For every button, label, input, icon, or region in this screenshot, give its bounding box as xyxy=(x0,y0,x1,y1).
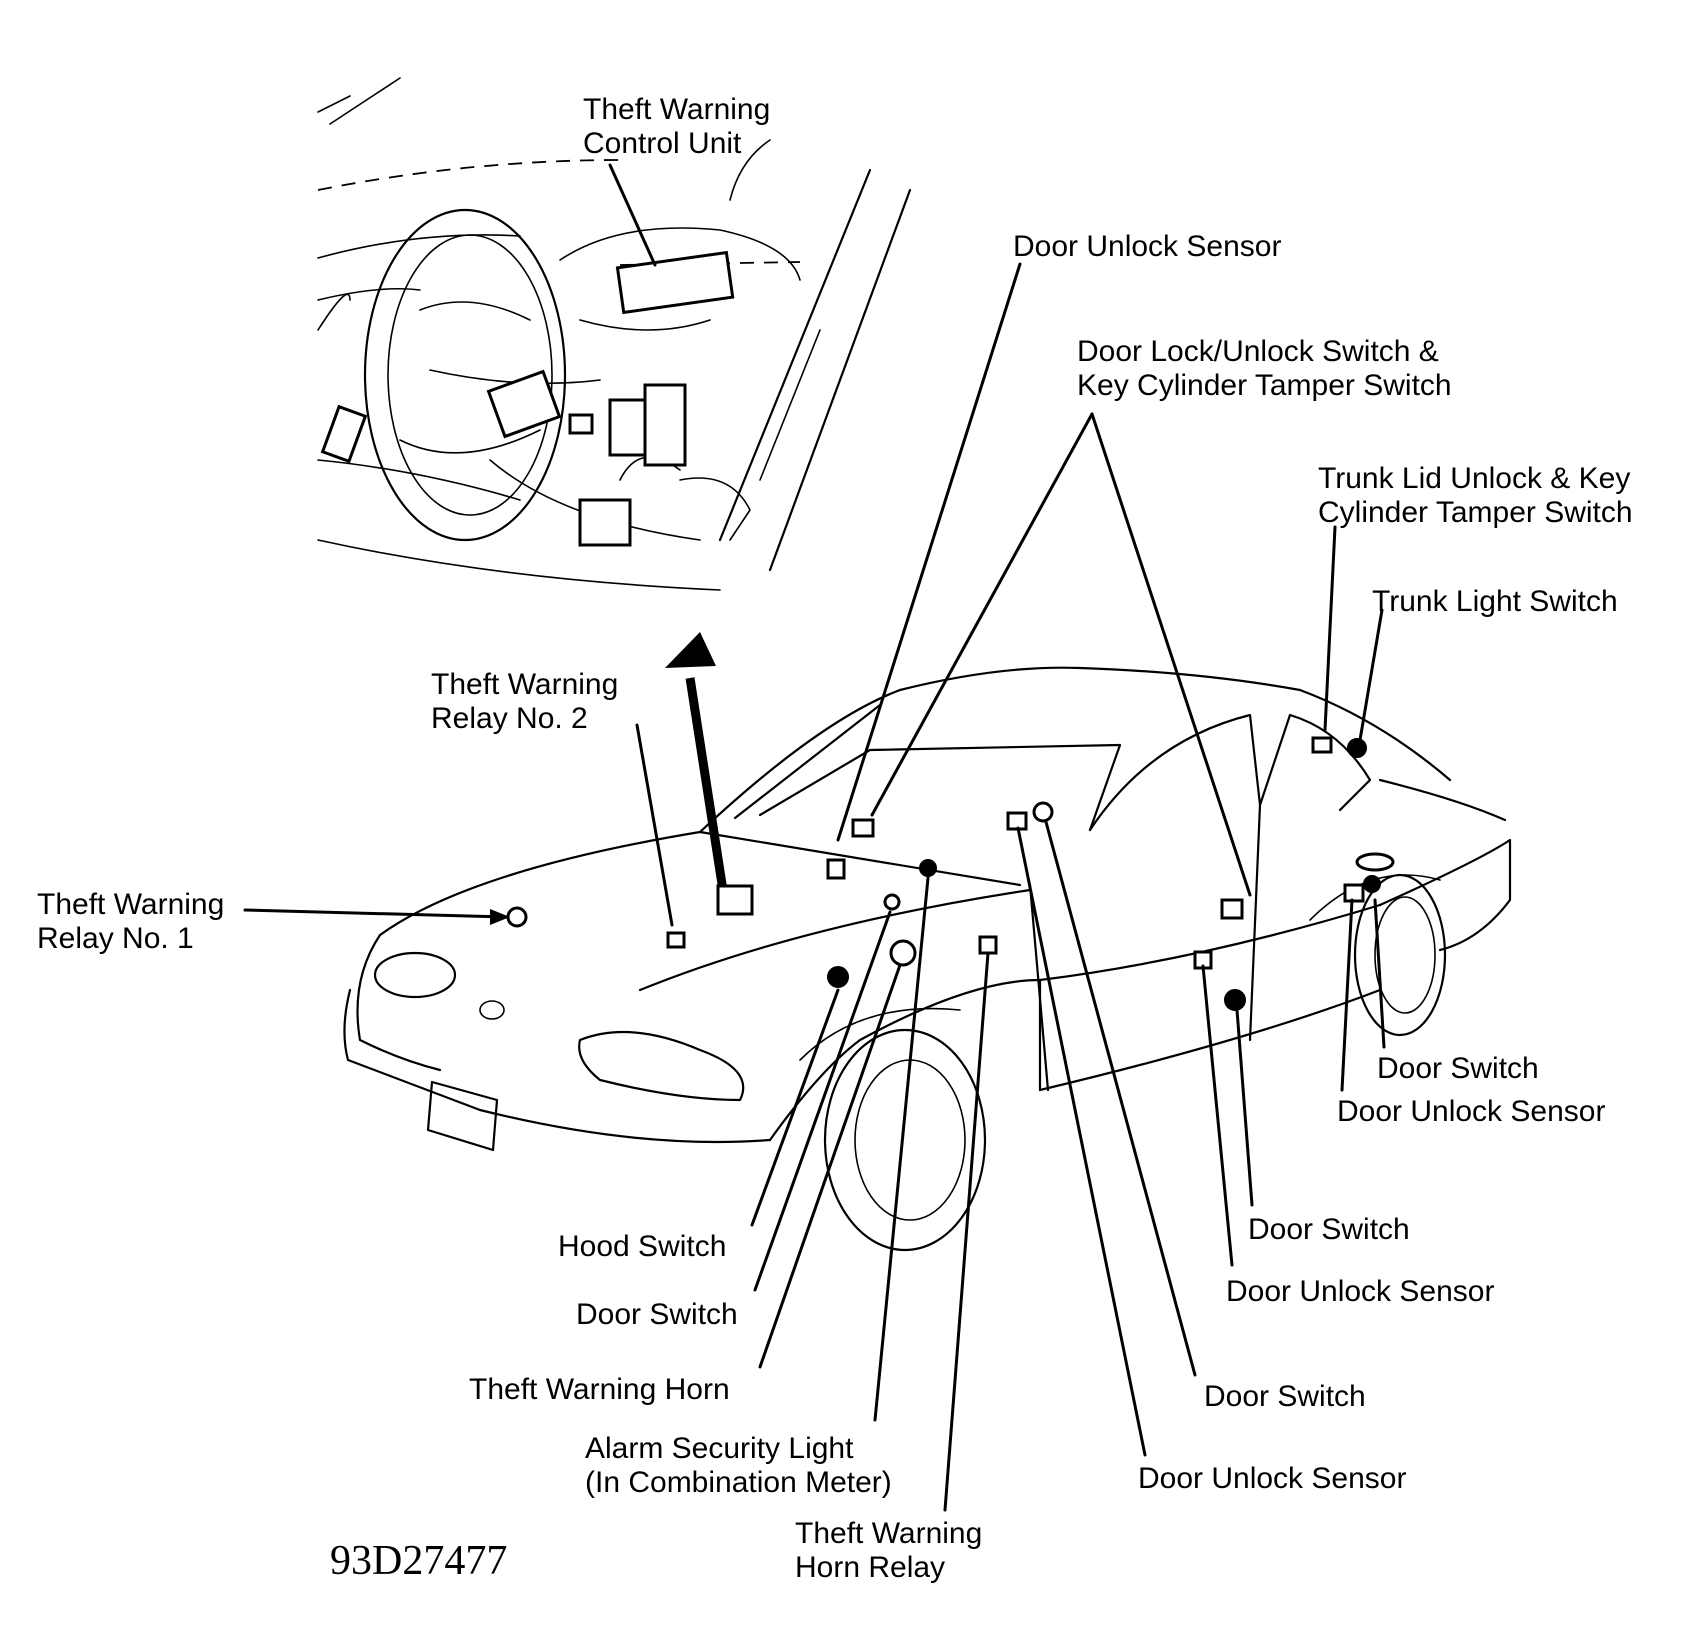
label-door-switch-rear-left: Door Switch xyxy=(1248,1213,1410,1246)
label-line: Control Unit xyxy=(583,127,742,160)
label-line: Relay No. 2 xyxy=(431,702,588,735)
label-theft-warning-relay-2: Theft Warning Relay No. 2 xyxy=(431,668,618,736)
label-door-switch-front-left: Door Switch xyxy=(576,1298,738,1331)
label-theft-warning-relay-1: Theft Warning Relay No. 1 xyxy=(37,888,224,956)
label-line: Alarm Security Light xyxy=(585,1432,854,1465)
label-door-unlock-sensor-rear-left: Door Unlock Sensor xyxy=(1226,1275,1495,1308)
figure-code: 93D27477 xyxy=(330,1538,508,1584)
label-line: Horn Relay xyxy=(795,1551,946,1584)
label-door-lock-unlock-switch: Door Lock/Unlock Switch & Key Cylinder T… xyxy=(1077,335,1452,403)
theft-warning-control-unit-box xyxy=(716,884,754,916)
label-door-unlock-sensor-top: Door Unlock Sensor xyxy=(1013,230,1282,263)
label-line: Theft Warning xyxy=(431,668,619,701)
label-line: Key Cylinder Tamper Switch xyxy=(1077,369,1452,402)
label-line: Cylinder Tamper Switch xyxy=(1318,496,1633,529)
label-trunk-light-switch: Trunk Light Switch xyxy=(1372,585,1618,618)
inset-pointer-arrow xyxy=(665,632,729,898)
label-trunk-lid-unlock: Trunk Lid Unlock & Key Cylinder Tamper S… xyxy=(1318,462,1633,530)
label-door-switch-front-right: Door Switch xyxy=(1204,1380,1366,1413)
label-line: Relay No. 1 xyxy=(37,922,194,955)
dashboard-inset-drawing xyxy=(317,77,912,591)
label-door-switch-rear-right: Door Switch xyxy=(1377,1052,1539,1085)
label-hood-switch: Hood Switch xyxy=(558,1230,727,1263)
car-components xyxy=(506,736,1395,1011)
leader-lines xyxy=(243,262,1386,1512)
label-theft-warning-control-unit: Theft Warning Control Unit xyxy=(583,93,770,161)
label-line: Theft Warning xyxy=(795,1517,983,1550)
label-line: Theft Warning xyxy=(583,93,771,126)
label-line: Trunk Lid Unlock & Key xyxy=(1318,462,1631,495)
label-line: Theft Warning xyxy=(37,888,225,921)
label-alarm-security-light: Alarm Security Light (In Combination Met… xyxy=(585,1432,892,1500)
label-line: Door Lock/Unlock Switch & xyxy=(1077,335,1439,368)
label-line: (In Combination Meter) xyxy=(585,1466,892,1499)
label-theft-warning-horn: Theft Warning Horn xyxy=(469,1373,730,1406)
label-door-unlock-sensor-rear-right: Door Unlock Sensor xyxy=(1337,1095,1606,1128)
label-theft-warning-horn-relay: Theft Warning Horn Relay xyxy=(795,1517,982,1585)
label-door-unlock-sensor-front-right: Door Unlock Sensor xyxy=(1138,1462,1407,1495)
car-body-drawing xyxy=(343,666,1512,1252)
